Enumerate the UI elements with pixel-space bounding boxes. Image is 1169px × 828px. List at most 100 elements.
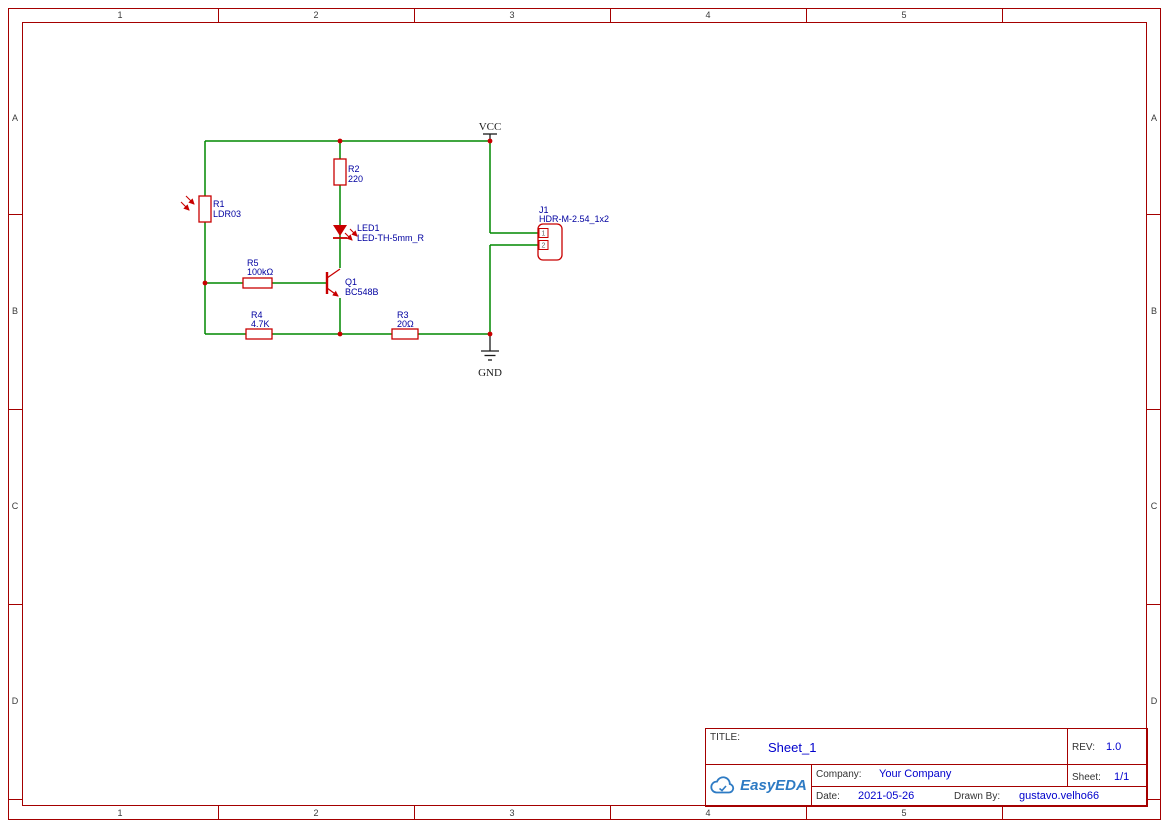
r5-value-label[interactable]: 100kΩ <box>247 267 274 277</box>
title-label: TITLE: <box>710 732 741 743</box>
easyeda-logo-text: EasyEDA <box>740 777 807 794</box>
frame-col-label: 4 <box>705 808 711 818</box>
title-block-divider <box>811 764 812 806</box>
frame-tick <box>1002 806 1003 820</box>
r3-value-label[interactable]: 20Ω <box>397 319 414 329</box>
r4-body[interactable] <box>245 328 273 340</box>
led-emission-arrow-icon <box>349 228 358 237</box>
component-r4[interactable]: R4 4.7K <box>245 310 273 340</box>
frame-tick <box>414 8 415 22</box>
r1-body[interactable] <box>198 195 212 223</box>
title-block-divider <box>1067 729 1068 786</box>
sheet-border-outer <box>8 8 1161 820</box>
drawn-by-label: Drawn By: <box>954 791 1001 802</box>
r2-ref-label[interactable]: R2 <box>348 164 360 174</box>
r2-body[interactable] <box>333 158 347 186</box>
sheet-value[interactable]: 1/1 <box>1114 771 1130 783</box>
frame-tick <box>610 8 611 22</box>
frame-tick <box>806 8 807 22</box>
r3-body[interactable] <box>391 328 419 340</box>
frame-tick <box>1147 409 1161 410</box>
frame-tick <box>8 409 22 410</box>
frame-row-label: C <box>11 501 19 511</box>
vcc-label[interactable]: VCC <box>479 121 502 133</box>
frame-row-label: D <box>1150 696 1158 706</box>
q1-emitter-arrow <box>326 287 339 297</box>
frame-row-label: B <box>1150 306 1157 316</box>
r1-ref-label[interactable]: R1 <box>213 199 225 209</box>
frame-tick <box>218 806 219 820</box>
j1-value-label[interactable]: HDR-M-2.54_1x2 <box>539 214 609 224</box>
ldr-light-arrow-icon <box>185 195 195 205</box>
wires <box>204 140 538 335</box>
j1-pad2 <box>538 240 549 250</box>
frame-row-label: A <box>1150 113 1157 123</box>
frame-col-label: 2 <box>313 10 319 20</box>
date-value[interactable]: 2021-05-26 <box>858 790 915 802</box>
frame-tick <box>8 799 22 800</box>
q1-value-label[interactable]: BC548B <box>345 287 379 297</box>
frame-tick <box>610 806 611 820</box>
sheet-title[interactable]: Sheet_1 <box>768 740 817 755</box>
title-block: TITLE: Sheet_1 REV: 1.0 EasyEDA Company:… <box>705 728 1148 807</box>
led-triangle[interactable] <box>333 225 347 236</box>
r5-body[interactable] <box>242 277 273 289</box>
junction-dot <box>337 138 343 144</box>
easyeda-logo: EasyEDA <box>706 764 811 807</box>
sheet-label: Sheet: <box>1072 772 1101 783</box>
frame-col-label: 5 <box>901 808 907 818</box>
q1-collector <box>326 268 341 279</box>
sheet-border-inner <box>22 22 1147 806</box>
frame-tick <box>218 8 219 22</box>
rev-value[interactable]: 1.0 <box>1106 741 1122 753</box>
frame-tick <box>1002 8 1003 22</box>
net-flag-vcc[interactable]: VCC <box>479 121 502 141</box>
rev-label: REV: <box>1072 742 1095 753</box>
r3-ref-label[interactable]: R3 <box>397 310 409 320</box>
frame-row-label: D <box>11 696 19 706</box>
frame-tick <box>8 604 22 605</box>
j1-pin1-number: 1 <box>542 231 546 238</box>
component-r5[interactable]: R5 100kΩ <box>242 258 274 289</box>
r2-value-label[interactable]: 220 <box>348 174 363 184</box>
component-led1[interactable]: LED1 LED-TH-5mm_R <box>333 223 425 243</box>
company-label: Company: <box>816 769 862 780</box>
r4-ref-label[interactable]: R4 <box>251 310 263 320</box>
frame-tick <box>1147 604 1161 605</box>
led1-ref-label[interactable]: LED1 <box>357 223 380 233</box>
date-label: Date: <box>816 791 840 802</box>
frame-col-label: 3 <box>509 10 515 20</box>
led1-value-label[interactable]: LED-TH-5mm_R <box>357 233 425 243</box>
junction-dots <box>202 138 493 337</box>
r1-value-label[interactable]: LDR03 <box>213 209 241 219</box>
net-flag-gnd[interactable]: GND <box>478 334 502 379</box>
component-q1[interactable]: Q1 BC548B <box>325 268 379 297</box>
r5-ref-label[interactable]: R5 <box>247 258 259 268</box>
frame-col-label: 2 <box>313 808 319 818</box>
title-block-divider <box>706 764 1147 765</box>
frame-col-label: 5 <box>901 10 907 20</box>
q1-ref-label[interactable]: Q1 <box>345 277 357 287</box>
frame-tick <box>1147 799 1161 800</box>
frame-col-label: 1 <box>117 10 123 20</box>
component-r1-ldr[interactable]: R1 LDR03 <box>180 195 241 223</box>
frame-row-label: A <box>11 113 18 123</box>
company-value[interactable]: Your Company <box>879 768 952 780</box>
j1-pin2-number: 2 <box>542 243 546 250</box>
drawn-by-value[interactable]: gustavo.velho66 <box>1019 790 1100 802</box>
component-j1[interactable]: 1 2 J1 HDR-M-2.54_1x2 <box>537 205 609 261</box>
frame-row-label: B <box>11 306 18 316</box>
junction-dot <box>487 138 493 144</box>
r4-value-label[interactable]: 4.7K <box>251 319 270 329</box>
component-r2[interactable]: R2 220 <box>333 158 363 186</box>
title-block-divider <box>811 786 1147 787</box>
component-r3[interactable]: R3 20Ω <box>391 310 419 340</box>
frame-tick <box>1147 214 1161 215</box>
frame-col-label: 3 <box>509 808 515 818</box>
gnd-label[interactable]: GND <box>478 367 502 379</box>
frame-col-label: 4 <box>705 10 711 20</box>
frame-col-label: 1 <box>117 808 123 818</box>
j1-ref-label[interactable]: J1 <box>539 205 549 215</box>
frame-tick <box>8 214 22 215</box>
